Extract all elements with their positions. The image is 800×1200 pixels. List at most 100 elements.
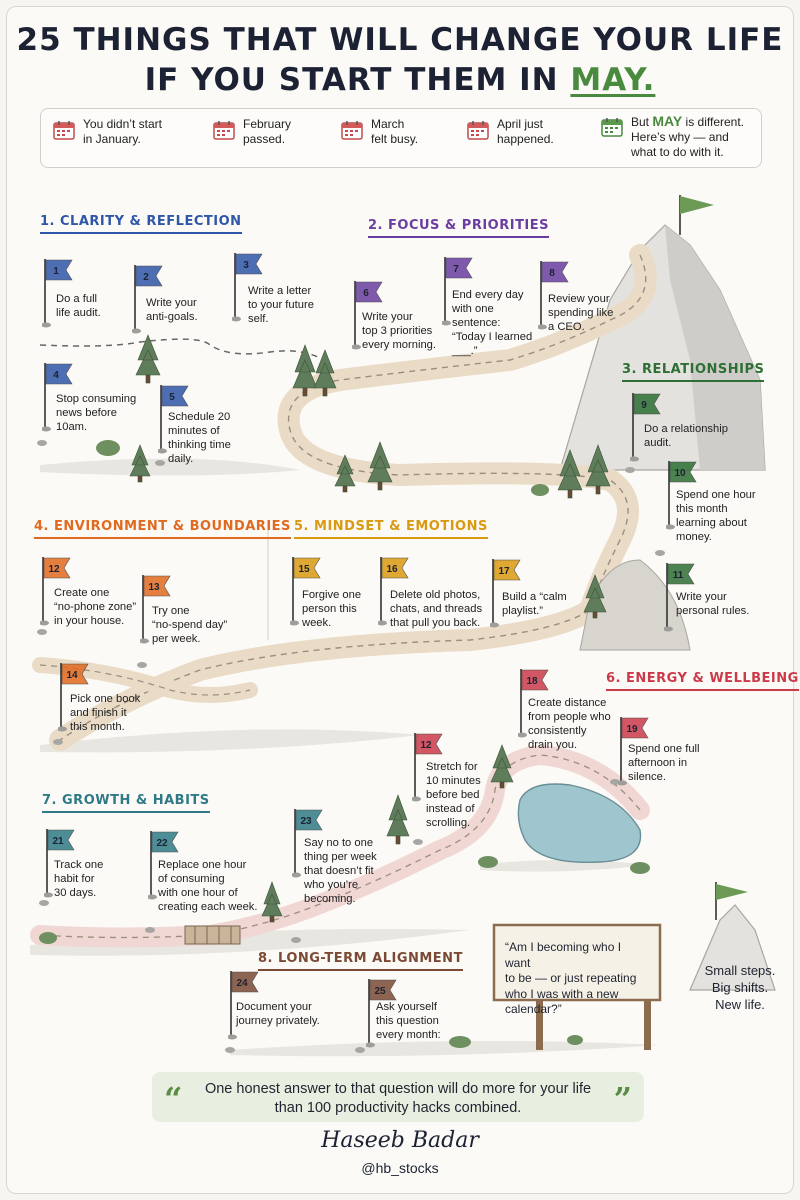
trail-dashed: [39, 338, 321, 359]
item-line: and finish it: [70, 707, 127, 719]
intro-text: But MAY is different.: [631, 114, 744, 130]
side-note-line: Big shifts.: [711, 980, 769, 995]
flag-base-rock: [58, 726, 67, 732]
flag-number: 6: [363, 288, 369, 299]
flag-cloth: [45, 259, 73, 281]
flag-base-rock: [158, 448, 167, 454]
flag-cloth: [235, 253, 263, 275]
item-line: to your future: [248, 299, 314, 311]
flag-base-rock: [412, 796, 421, 802]
item-line: news before: [56, 407, 117, 419]
item-line: per week.: [152, 633, 201, 645]
flag-icon: 18: [518, 669, 549, 738]
flag-icon: 15: [290, 557, 321, 626]
flag-icon: 19: [618, 717, 649, 786]
flag-cloth: [355, 281, 383, 303]
item-line: person this: [302, 603, 357, 615]
item-line: minutes of: [168, 425, 220, 437]
item-line: with one: [452, 303, 494, 315]
section-header-clarity: 1. CLARITY & REFLECTION: [40, 214, 242, 234]
item-line: Create one: [54, 587, 110, 599]
road-center-dashes: [59, 254, 647, 741]
calendar-icon: [341, 121, 363, 140]
item-line: Replace one hour: [158, 859, 247, 871]
item-line: from people who: [528, 711, 611, 723]
flag-number: 25: [374, 986, 386, 997]
item-line: Do a relationship: [644, 423, 728, 435]
flag-cloth: [445, 257, 473, 279]
flag-icon: 12: [412, 733, 443, 802]
item-line: Delete old photos,: [390, 589, 481, 601]
flag-number: 8: [549, 268, 555, 279]
item-line: every month:: [376, 1029, 441, 1041]
flag-base-rock: [148, 894, 157, 900]
page-title-line-2: IF YOU START THEM IN MAY.: [0, 62, 800, 98]
item-line: habit for: [54, 873, 95, 885]
item-line: Spend one hour: [676, 489, 756, 501]
flag-icon: 4: [42, 363, 73, 432]
flag-number: 23: [300, 816, 312, 827]
flag-icon: 3: [232, 253, 263, 322]
item-line: personal rules.: [676, 605, 750, 617]
flag-base-rock: [442, 320, 451, 326]
flag-cloth: [369, 979, 397, 1001]
item-line: audit.: [644, 437, 672, 449]
flag-icon: 8: [538, 261, 569, 330]
section-header-focus: 2. FOCUS & PRIORITIES: [368, 218, 550, 238]
flag-icon: 22: [148, 831, 179, 900]
item-12-text: Create one“no-phone zone”in your house.: [54, 586, 136, 628]
item-line: self.: [248, 313, 269, 325]
item-line: before bed: [426, 789, 480, 801]
flag-icon: 16: [378, 557, 409, 626]
flag-cloth: [493, 559, 521, 581]
signpost-line: “Am I becoming who I want: [505, 940, 622, 970]
flag-base-rock: [664, 626, 673, 632]
flag-icon: 11: [664, 563, 695, 632]
flag-icon: 5: [158, 385, 189, 454]
item-line: 30 days.: [54, 887, 97, 899]
item-line: Document your: [236, 1001, 312, 1013]
flag-base-rock: [630, 456, 639, 462]
item-line: Spend one full: [628, 743, 700, 755]
flag-cloth: [381, 557, 409, 579]
item-line: Write your: [676, 591, 727, 603]
signpost-question: “Am I becoming who I want to be — or jus…: [505, 940, 649, 1018]
flag-cloth: [621, 717, 649, 739]
intro-text: April just: [497, 117, 544, 131]
item-line: money.: [676, 531, 712, 543]
trees: [129, 334, 611, 923]
flag-base-rock: [490, 622, 499, 628]
signpost-line: to be — or just repeating: [505, 971, 637, 985]
item-line: Write your: [146, 297, 197, 309]
intro-highlight-may: MAY: [652, 113, 683, 129]
flag-cloth: [143, 575, 171, 597]
item-line: scrolling.: [426, 817, 471, 829]
flag-cloth: [161, 385, 189, 407]
item-line: Forgive one: [302, 589, 362, 601]
flag-number: 5: [169, 392, 175, 403]
flag-number: 2: [143, 272, 149, 283]
flag-icon: 6: [352, 281, 383, 350]
item-line: journey privately.: [236, 1015, 320, 1027]
item-line: Stop consuming: [56, 393, 137, 405]
flag-cloth: [151, 831, 179, 853]
signpost-line: calendar?”: [505, 1002, 562, 1016]
flag-cloth: [633, 393, 661, 415]
item-24-text: Document your journey privately.: [236, 1000, 320, 1028]
item-line: becoming.: [304, 893, 356, 905]
flag-base-rock: [44, 892, 53, 898]
intro-text: in January.: [83, 132, 141, 146]
item-13-text: Try one“no-spend day”per week.: [152, 604, 227, 646]
flag-base-rock: [140, 638, 149, 644]
flag-base-rock: [538, 324, 547, 330]
